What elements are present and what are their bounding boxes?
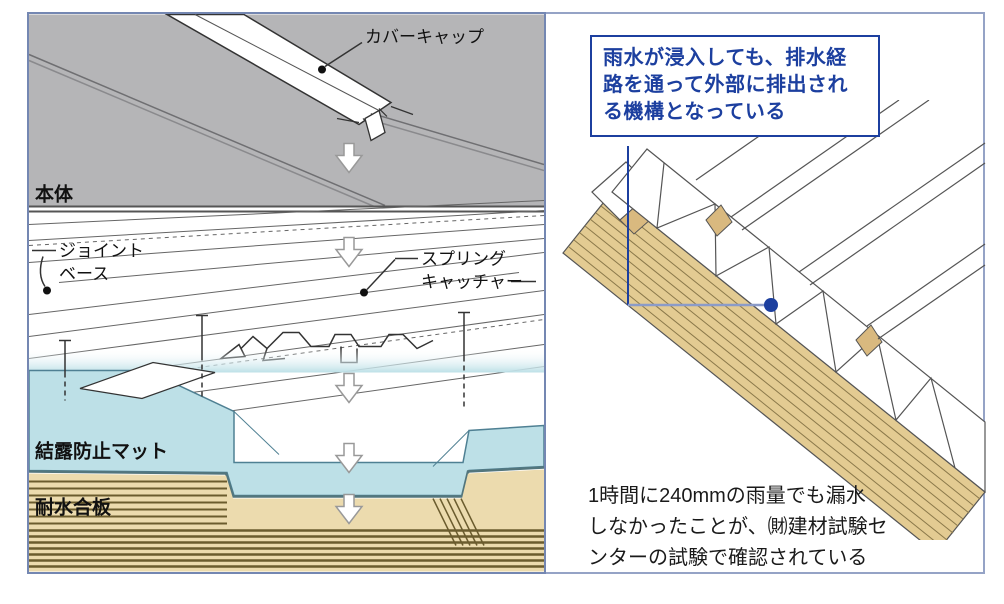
joint-base-label-line2: ベース <box>59 265 109 284</box>
joint-base-label-line1: ジョイント <box>59 242 144 261</box>
exploded-view-drawing: カバーキャップ 本体 ジョイント ベース スプリング キャッチャー 結露防止マッ… <box>29 14 544 572</box>
joint-base-plate <box>79 361 216 400</box>
note-line: 1時間に240mmの雨量でも漏水 <box>588 485 866 507</box>
spring-catcher-label-line1: スプリング <box>421 250 506 269</box>
spring-catcher-label-line2: キャッチャー <box>421 273 523 292</box>
body-label: 本体 <box>35 183 74 206</box>
callout-connector <box>627 146 778 312</box>
fixing-nails <box>59 311 470 407</box>
exploded-view-panel: カバーキャップ 本体 ジョイント ベース スプリング キャッチャー 結露防止マッ… <box>27 12 546 574</box>
note-line: しなかったことが、㈶建材試験セ <box>588 516 888 538</box>
plywood-step-hatch <box>432 498 485 546</box>
assembly-arrows <box>334 142 364 525</box>
drainage-callout-box: 雨水が浸入しても、排水経 路を通って外部に排出され る機構となっている <box>590 35 880 137</box>
nail <box>59 339 71 401</box>
drainage-cross-section-illustration <box>562 100 986 540</box>
callout-line: 雨水が浸入しても、排水経 <box>603 47 847 69</box>
down-arrow-icon <box>334 142 364 174</box>
down-arrow-icon <box>334 493 364 525</box>
mat-label: 結露防止マット <box>35 440 168 463</box>
drainage-point-dot <box>764 298 778 312</box>
aluminum-profile-truss <box>611 148 986 494</box>
callout-line: る機構となっている <box>603 101 786 123</box>
nail <box>458 311 470 407</box>
cover-cap-label: カバーキャップ <box>365 28 484 47</box>
callout-line: 路を通って外部に排出され <box>603 74 848 96</box>
test-certification-note: 1時間に240mmの雨量でも漏水 しなかったことが、㈶建材試験セ ンターの試験で… <box>588 481 992 574</box>
plywood-label: 耐水合板 <box>35 496 112 519</box>
plywood-shape <box>29 469 544 572</box>
nail <box>196 314 208 400</box>
note-line: ンターの試験で確認されている <box>588 547 868 569</box>
section-boundary <box>29 205 544 213</box>
down-arrow-icon <box>334 442 364 474</box>
down-arrow-icon <box>334 372 364 404</box>
cover-cap-shape <box>164 14 414 142</box>
label-leaders <box>32 41 536 297</box>
down-arrow-icon <box>334 236 364 268</box>
